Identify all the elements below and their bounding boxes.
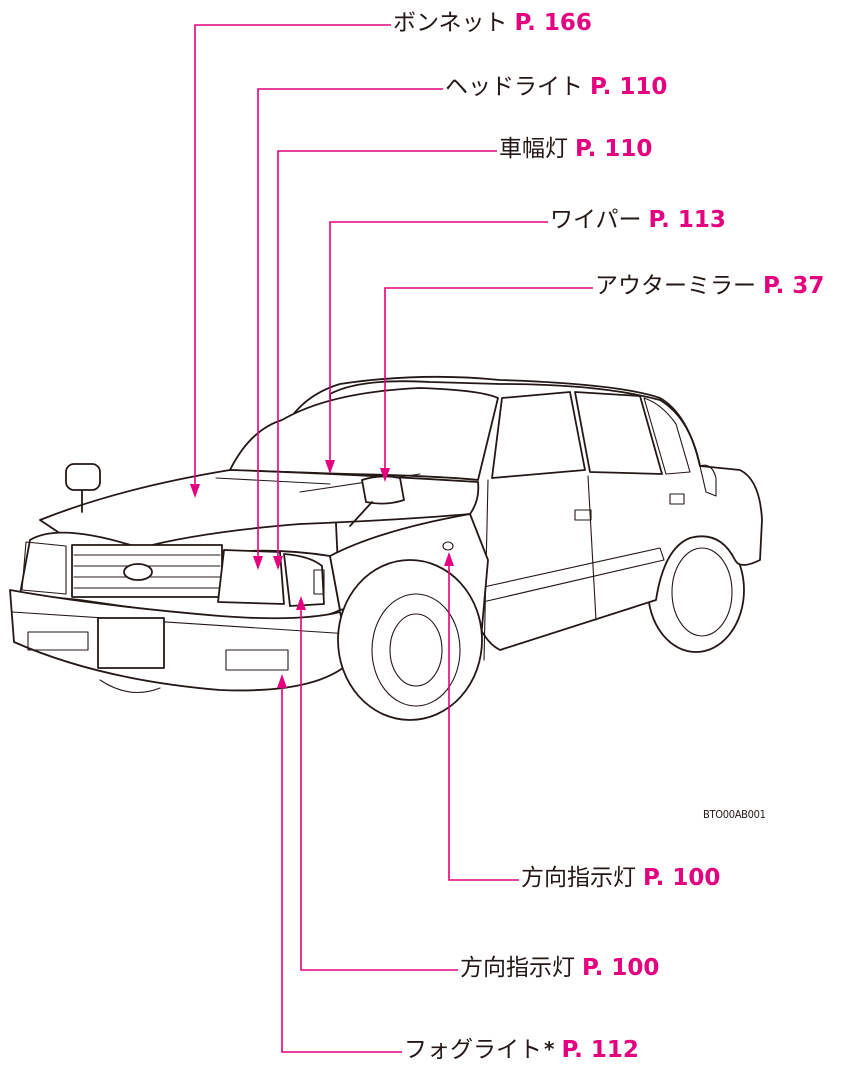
page-ref-wiper[interactable]: P. 113 (648, 207, 726, 233)
leader-sidelight (277, 150, 497, 560)
page-ref-turn-signal-side[interactable]: P. 100 (643, 865, 721, 891)
label-headlight-text: ヘッドライト (445, 74, 583, 100)
wiper-arm (299, 473, 421, 493)
page-ref-bonnet[interactable]: P. 166 (514, 10, 592, 36)
asterisk-fog-light: * (544, 1037, 555, 1061)
rear-door-handle (669, 493, 685, 505)
rear-door-window (574, 391, 663, 475)
front-door-handle (574, 509, 592, 521)
arrow-fog (277, 674, 287, 688)
headlight-lens (217, 549, 285, 605)
label-turn-signal-front-text: 方向指示灯 (460, 955, 575, 981)
arrow-turn-side (444, 552, 454, 566)
leader-fog (281, 684, 402, 1053)
fog-light-right (225, 649, 289, 671)
label-turn-signal-front: 方向指示灯 P. 100 (460, 957, 659, 980)
outer-mirror-stalk (349, 501, 373, 527)
quarter-window (643, 397, 691, 475)
arrow-sidelight (273, 556, 283, 570)
page-ref-headlight[interactable]: P. 110 (590, 74, 668, 100)
front-tire (337, 559, 483, 721)
outer-mirror (361, 475, 405, 505)
label-fog-light: フォグライト*P. 112 (404, 1039, 639, 1062)
label-wiper-text: ワイパー (550, 207, 642, 233)
leader-turn-front (300, 606, 458, 971)
bumper-line (11, 611, 351, 635)
page-ref-fog-light[interactable]: P. 112 (561, 1037, 639, 1063)
front-door-window (491, 391, 586, 479)
leader-turn-side (448, 562, 519, 881)
label-outer-mirror: アウターミラー P. 37 (595, 275, 824, 298)
leader-outer-mirror (384, 287, 593, 472)
label-turn-signal-side-text: 方向指示灯 (521, 865, 636, 891)
page-ref-turn-signal-front[interactable]: P. 100 (582, 955, 660, 981)
arrow-bonnet (190, 484, 200, 498)
label-sidelight: 車幅灯 P. 110 (499, 138, 652, 161)
label-outer-mirror-text: アウターミラー (595, 273, 756, 299)
arrow-outer-mirror (380, 468, 390, 482)
license-plate (97, 617, 165, 669)
turn-lamp-front (313, 569, 325, 595)
label-bonnet-text: ボンネット (393, 10, 508, 36)
emblem (123, 563, 153, 581)
rear-door-edge (587, 475, 597, 621)
arrow-headlight (253, 556, 263, 570)
arrow-turn-front (296, 596, 306, 610)
left-wheel-hint (99, 679, 161, 693)
label-fog-light-text: フォグライト (404, 1037, 542, 1063)
front-wheel-hub (389, 613, 443, 687)
leader-bonnet (194, 24, 391, 488)
page-ref-sidelight[interactable]: P. 110 (575, 136, 653, 162)
figure-id: BTO00AB001 (703, 808, 766, 821)
arrow-wiper (325, 460, 335, 474)
front-wheel-rim (371, 593, 461, 707)
label-turn-signal-side: 方向指示灯 P. 100 (521, 867, 720, 890)
fender-mirror-left (65, 463, 101, 491)
leader-headlight (257, 88, 443, 560)
cowl-line (215, 477, 331, 485)
page-ref-outer-mirror[interactable]: P. 37 (763, 273, 825, 299)
side-turn-signal (442, 541, 454, 551)
rear-side-lamp (699, 464, 717, 497)
label-sidelight-text: 車幅灯 (499, 136, 568, 162)
leader-wiper (329, 221, 548, 464)
rear-wheel-rim (671, 547, 733, 637)
fog-light-left (27, 631, 89, 651)
left-headlight (21, 541, 67, 595)
label-headlight: ヘッドライト P. 110 (445, 76, 667, 99)
